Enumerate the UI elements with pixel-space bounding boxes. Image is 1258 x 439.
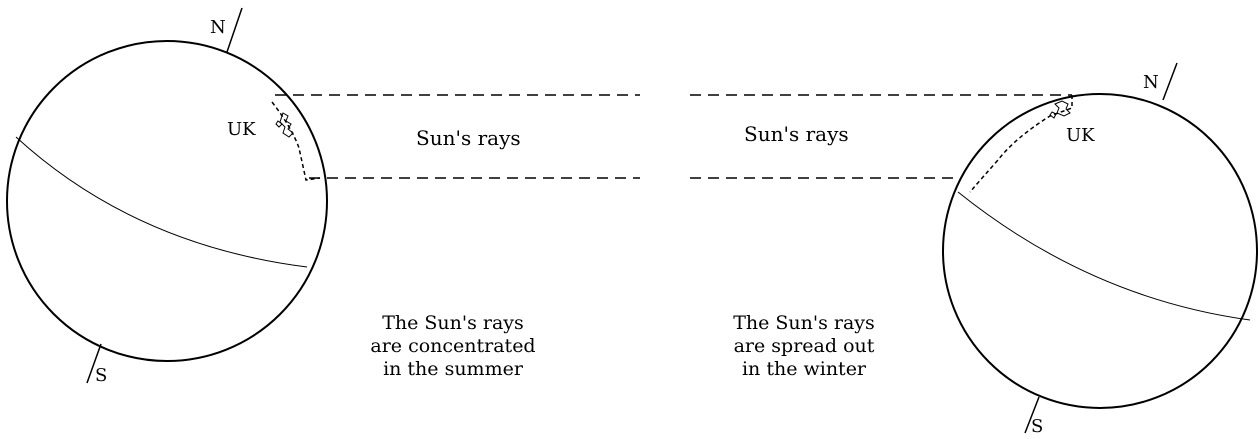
summer-caption-line-3: in the summer (383, 358, 524, 380)
winter-caption-line-1: The Sun's rays (733, 312, 875, 334)
summer-caption-line-2: are concentrated (370, 335, 535, 357)
rays-label-left: Sun's rays (416, 126, 521, 150)
summer-south-axis (86, 343, 102, 384)
winter-north-axis (1162, 62, 1178, 101)
winter-equator (957, 191, 1251, 321)
uk-map-icon (275, 112, 294, 138)
summer-north-axis (226, 7, 243, 53)
summer-caption: The Sun's rays are concentrated in the s… (370, 312, 535, 380)
rays-label-right: Sun's rays (744, 122, 849, 146)
winter-south-axis (1024, 396, 1040, 434)
winter-caption-line-3: in the winter (742, 358, 867, 380)
winter-north-label: N (1143, 72, 1159, 93)
winter-caption: The Sun's rays are spread out in the win… (733, 312, 875, 380)
winter-illuminated-area (969, 95, 1073, 193)
winter-south-label: S (1031, 416, 1043, 437)
uk-map-icon (1049, 100, 1071, 119)
summer-globe: N S UK (6, 7, 328, 386)
winter-caption-line-2: are spread out (734, 335, 875, 357)
summer-globe-circle (6, 40, 328, 362)
summer-north-label: N (210, 17, 226, 38)
summer-illuminated-area (271, 101, 321, 181)
summer-caption-line-1: The Sun's rays (382, 312, 524, 334)
sun-rays: Sun's rays Sun's rays (275, 94, 1072, 179)
winter-globe: N S UK (942, 62, 1258, 437)
summer-uk-label: UK (227, 119, 256, 140)
summer-south-label: S (95, 365, 107, 386)
winter-uk-label: UK (1066, 125, 1095, 146)
winter-globe-circle (942, 93, 1258, 409)
summer-equator (15, 136, 308, 268)
